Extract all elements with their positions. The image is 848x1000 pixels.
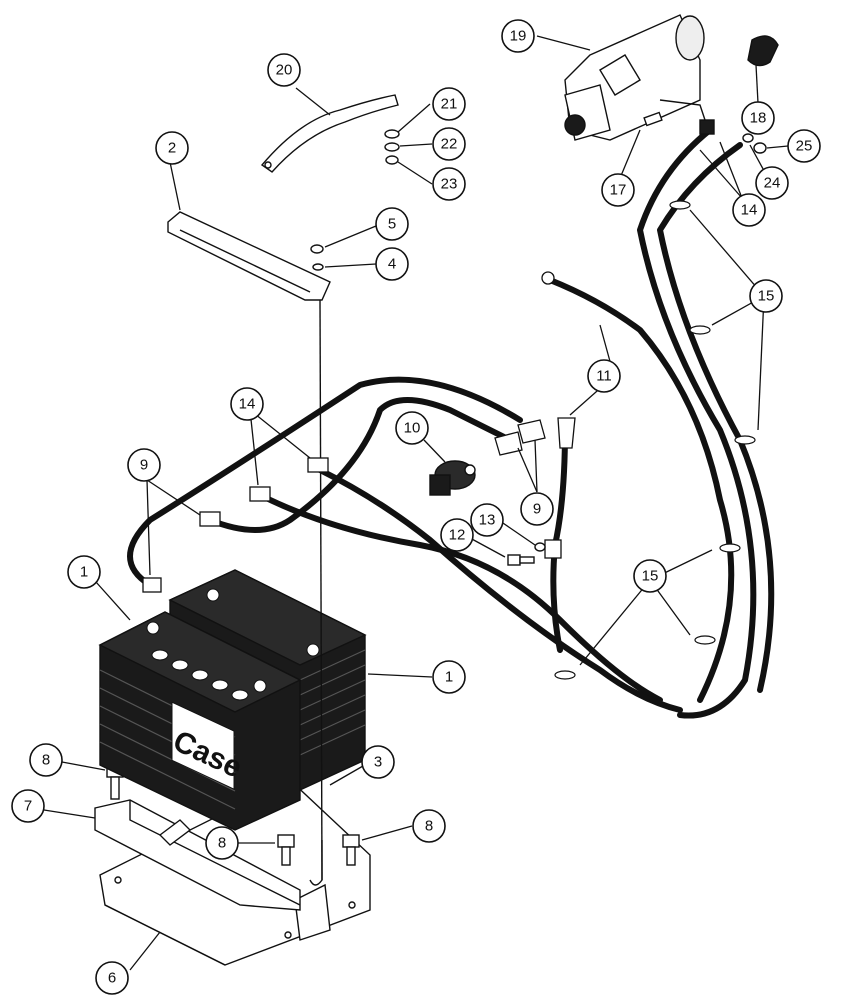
svg-text:4: 4 [388,256,396,273]
svg-text:17: 17 [610,182,627,199]
battery-cables [127,127,775,719]
svg-text:8: 8 [425,818,433,835]
svg-text:9: 9 [533,501,541,518]
callout-18: 18 [741,101,775,135]
callout-8-center: 8 [205,826,239,860]
callout-15-upper: 15 [749,279,783,313]
hold-down-bracket [94,799,301,911]
callout-9-left: 9 [127,448,161,482]
callout-8-left: 8 [29,743,63,777]
starter-motor [564,14,706,141]
ground-strap [260,94,399,173]
cable-clips [554,200,756,680]
svg-text:12: 12 [449,527,466,544]
clamp-rod-hook [309,840,323,886]
svg-text:25: 25 [796,138,813,155]
svg-text:10: 10 [404,420,421,437]
strap-hardware [384,129,400,165]
callout-23: 23 [432,167,466,201]
callout-19: 19 [501,19,535,53]
callout-8-right: 8 [412,809,446,843]
starter-terminals [643,111,767,154]
svg-text:22: 22 [441,136,458,153]
svg-text:1: 1 [80,564,88,581]
callout-10: 10 [395,411,429,445]
svg-text:20: 20 [276,62,293,79]
svg-text:24: 24 [764,175,781,192]
svg-text:14: 14 [239,396,256,413]
callout-21: 21 [432,87,466,121]
callout-1-right: 1 [432,660,466,694]
clamp-bar [167,211,331,301]
svg-text:11: 11 [596,368,612,385]
svg-text:8: 8 [42,752,50,769]
svg-text:9: 9 [140,457,148,474]
callout-7: 7 [11,789,45,823]
terminal-cap [747,35,779,67]
callout-12: 12 [440,518,474,552]
svg-text:14: 14 [741,202,758,219]
svg-text:19: 19 [510,28,527,45]
callout-11: 11 [587,359,621,393]
nut-washer-4-5 [310,244,324,271]
callout-13: 13 [470,503,504,537]
callout-14-right: 14 [732,193,766,227]
clamp-rod [319,299,323,881]
callout-3: 3 [361,745,395,779]
callout-20: 20 [267,53,301,87]
svg-text:8: 8 [218,835,226,852]
cable-terminals [142,271,576,593]
svg-text:21: 21 [441,96,458,113]
bolt-8-right [342,834,360,866]
leader-lines [43,35,789,971]
svg-text:23: 23 [441,176,458,193]
svg-text:15: 15 [758,288,775,305]
svg-text:1: 1 [445,669,453,686]
battery-switch [429,460,476,496]
callout-6: 6 [95,961,129,995]
callout-22: 22 [432,127,466,161]
svg-text:2: 2 [168,140,176,157]
svg-text:6: 6 [108,970,116,987]
svg-text:3: 3 [374,754,382,771]
battery-front: Case [98,611,302,831]
callout-17: 17 [601,173,635,207]
case-logo: Case [168,701,247,790]
callout-15-lower: 15 [633,559,667,593]
svg-text:5: 5 [388,216,396,233]
callout-25: 25 [787,129,821,163]
callout-4: 4 [375,247,409,281]
svg-text:15: 15 [642,568,659,585]
callout-1-left: 1 [67,555,101,589]
callout-14-left: 14 [230,387,264,421]
callout-24: 24 [755,166,789,200]
callout-5: 5 [375,207,409,241]
svg-text:13: 13 [479,512,496,529]
svg-text:18: 18 [750,110,767,127]
bolt-washer-12-13 [507,542,546,566]
svg-text:7: 7 [24,798,32,815]
callout-2: 2 [155,131,189,165]
bolt-8-center [277,834,295,866]
callout-9-right: 9 [520,492,554,526]
